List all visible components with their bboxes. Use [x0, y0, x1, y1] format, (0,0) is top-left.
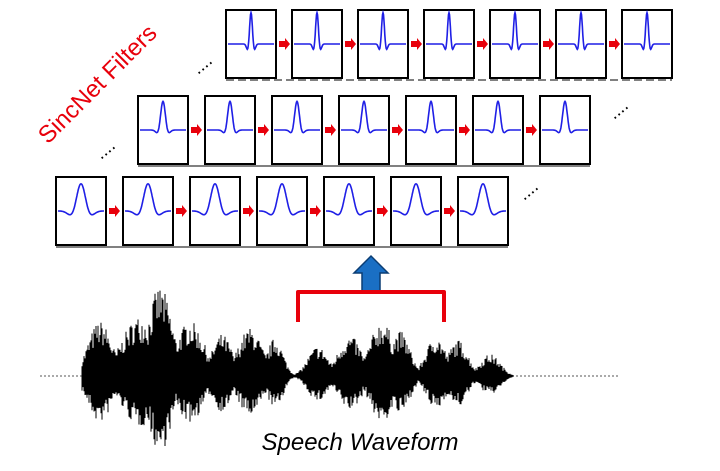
sinc-wave — [274, 100, 320, 134]
ellipsis-mark: .... — [91, 135, 119, 163]
filter-box — [489, 9, 541, 79]
filter-box — [338, 95, 390, 165]
filter-frame — [457, 176, 509, 246]
row-bottom — [55, 176, 509, 248]
sinc-wave — [624, 9, 670, 51]
connector-arrow — [279, 38, 290, 50]
sinc-wave — [492, 9, 538, 51]
connector-arrow — [543, 38, 554, 50]
connector-arrow — [258, 124, 269, 136]
speech-waveform-graphic — [40, 290, 620, 446]
filter-box — [137, 95, 189, 165]
sinc-wave — [460, 182, 506, 216]
filter-box — [256, 176, 308, 246]
filter-box — [122, 176, 174, 246]
ellipsis-mark: .... — [514, 176, 542, 204]
connector-arrow — [109, 205, 120, 217]
waveform-caption: Speech Waveform — [261, 429, 459, 456]
filter-frame — [390, 176, 442, 246]
filter-box — [555, 9, 607, 79]
connector-arrow — [526, 124, 537, 136]
sinc-wave — [360, 9, 406, 51]
connector-arrow — [243, 205, 254, 217]
connector-arrow — [609, 38, 620, 50]
filter-frame — [55, 176, 107, 246]
sinc-wave — [475, 100, 521, 134]
connector-arrow — [411, 38, 422, 50]
filter-box — [204, 95, 256, 165]
sinc-wave — [326, 182, 372, 216]
filter-box — [357, 9, 409, 79]
sinc-wave — [341, 100, 387, 134]
up-arrow-icon — [352, 254, 390, 293]
filter-box — [457, 176, 509, 246]
filter-box — [621, 9, 673, 79]
bracket-icon — [296, 290, 446, 322]
connector-arrow — [325, 124, 336, 136]
filter-frame — [323, 176, 375, 246]
sinc-wave — [259, 182, 305, 216]
row-top — [225, 9, 673, 81]
sinc-wave — [294, 9, 340, 51]
connector-arrow — [345, 38, 356, 50]
row-middle — [137, 95, 591, 167]
connector-arrow — [392, 124, 403, 136]
connector-arrow — [459, 124, 470, 136]
connector-arrow — [444, 205, 455, 217]
filter-frame — [189, 176, 241, 246]
filter-box — [225, 9, 277, 79]
filter-box — [423, 9, 475, 79]
filter-rows — [55, 9, 673, 248]
filter-box — [405, 95, 457, 165]
sinc-wave — [426, 9, 472, 51]
ellipsis-mark: .... — [188, 50, 216, 78]
filter-box — [323, 176, 375, 246]
sinc-wave — [58, 182, 104, 216]
selection-bracket — [296, 254, 446, 322]
filter-box — [55, 176, 107, 246]
filter-box — [271, 95, 323, 165]
filter-box — [189, 176, 241, 246]
sinc-wave — [393, 182, 439, 216]
sinc-wave — [408, 100, 454, 134]
filter-box — [291, 9, 343, 79]
filter-box — [472, 95, 524, 165]
sinc-wave — [140, 100, 186, 134]
filter-frame — [122, 176, 174, 246]
sinc-wave — [228, 9, 274, 51]
sinc-wave — [125, 182, 171, 216]
filter-box — [390, 176, 442, 246]
connector-arrow — [310, 205, 321, 217]
filter-box — [539, 95, 591, 165]
ellipsis-mark: .... — [604, 95, 632, 123]
connector-arrow — [477, 38, 488, 50]
waveform-trace — [81, 290, 514, 446]
sinc-wave — [558, 9, 604, 51]
sinc-wave — [542, 100, 588, 134]
filter-frame — [256, 176, 308, 246]
sinc-wave — [192, 182, 238, 216]
sinc-wave — [207, 100, 253, 134]
connector-arrow — [377, 205, 388, 217]
connector-arrow — [191, 124, 202, 136]
connector-arrow — [176, 205, 187, 217]
